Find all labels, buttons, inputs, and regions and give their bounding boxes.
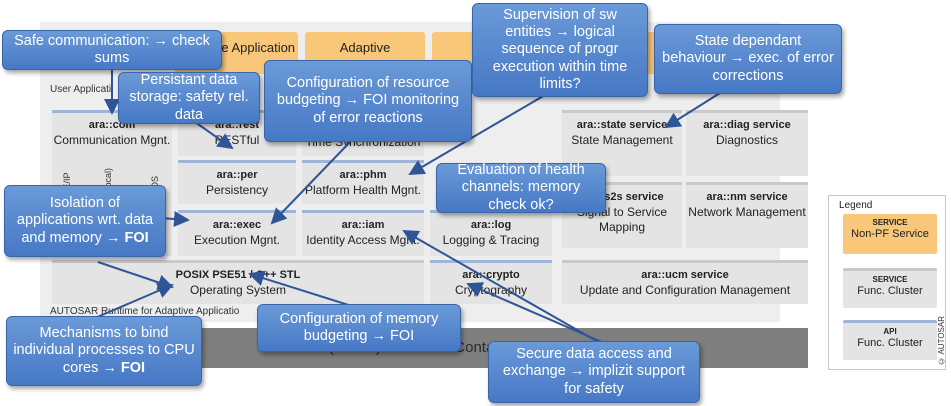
arrow-resource [270,141,351,225]
cluster-ucm: ara::ucm service Update and Configuratio… [562,260,808,304]
callout-supervision-text: Supervision of sw entities → logical seq… [492,7,628,92]
cluster-os-name: Operating System [189,282,287,297]
arrow-supervision [408,94,546,176]
cluster-ucm-api: ara::ucm service [641,269,729,281]
arrow-memory [248,270,359,309]
callout-state-dependant-text: State dependant behaviour → exec. of err… [662,33,834,84]
callout-health-evaluation-text: Evaluation of health channels: memory ch… [457,162,585,213]
cluster-iam-api: ara::iam [341,219,385,231]
callout-supervision: Supervision of sw entities → logical seq… [472,3,648,97]
arrow-secure-2 [466,282,605,344]
cluster-per-api: ara::per [216,169,258,181]
callout-health-evaluation: Evaluation of health channels: memory ch… [436,162,606,213]
callout-safe-communication-text: Safe communication: → check sums [14,32,210,66]
callout-memory-budgeting-text: Configuration of memory budgeting → FOI [279,310,439,344]
cluster-exec-name: Execution Mgnt. [193,232,281,247]
callout-resource-budgeting-text: Configuration of resource budgeting → FO… [276,75,460,126]
callout-isolation-foi: FOI [124,229,149,246]
arrow-persistent [194,121,234,150]
cluster-nm-name: Network Management [688,204,806,219]
cluster-log-api: ara::log [470,219,512,231]
cluster-exec: ara::exec Execution Mgnt. [178,210,296,256]
cluster-diag: ara::diag service Diagnostics [686,110,808,176]
arrow-mechanisms [94,283,174,319]
callout-persistent-storage-text: Persistant data storage: safety rel. dat… [129,72,249,123]
callout-secure-access: Secure data access and exchange → impliz… [488,341,700,403]
legend-service-tag-2: SERVICE [872,275,908,284]
callout-mechanisms-main: Mechanisms to bind individual processes … [13,325,195,376]
cluster-diag-api: ara::diag service [703,119,791,131]
arrow-mech-2 [97,261,174,291]
user-applications-label: User Applicati [50,84,112,95]
cluster-nm: ara::nm service Network Management [686,182,808,248]
callout-secure-access-text: Secure data access and exchange → impliz… [502,346,686,397]
cluster-per-name: Persistency [205,182,269,197]
cluster-phm-name: Platform Health Mgnt. [304,182,422,197]
cluster-state: ara::state service State Management [562,110,682,176]
legend-func2-label: Func. Cluster [857,336,923,349]
legend-api-tag: API [883,327,897,336]
arrow-secure-1 [402,230,601,344]
legend-service-tag: SERVICE [872,218,908,227]
cluster-nm-api: ara::nm service [706,191,788,203]
legend-service: SERVICE Func. Cluster [843,268,937,308]
cluster-state-name: State Management [571,132,673,147]
cluster-phm-api: ara::phm [339,169,387,181]
legend-nonpf-label: Non-PF Service [851,227,929,240]
cluster-diag-name: Diagnostics [715,132,779,147]
cluster-log: ara::log Logging & Tracing [430,210,552,256]
cluster-os-api: POSIX PSE51 / C++ STL [175,269,301,281]
callout-state-dependant: State dependant behaviour → exec. of err… [654,24,842,94]
legend-title: Legend [839,200,873,211]
callout-resource-budgeting: Configuration of resource budgeting → FO… [264,60,472,142]
runtime-label: AUTOSAR Runtime for Adaptive Applicatio [50,306,240,317]
callout-isolation: Isolation of applications wrt. data and … [4,185,166,257]
legend: Legend SERVICE Non-PF Service SERVICE Fu… [828,195,946,370]
callout-isolation-main: Isolation of applications wrt. data and … [16,195,154,246]
cluster-state-api: ara::state service [576,119,668,131]
arrow-state-dep [664,92,721,129]
legend-nonpf: SERVICE Non-PF Service [843,214,937,254]
legend-api: API Func. Cluster [843,320,937,360]
callout-safe-communication: Safe communication: → check sums [2,30,222,70]
cluster-iam-name: Identity Access Mgnt. [306,232,420,247]
cluster-phm: ara::phm Platform Health Mgnt. [302,160,424,204]
cluster-exec-api: ara::exec [212,219,262,231]
cluster-ucm-name: Update and Configuration Management [579,282,791,297]
callout-mechanisms: Mechanisms to bind individual processes … [6,316,202,386]
callout-memory-budgeting: Configuration of memory budgeting → FOI [257,304,461,352]
legend-func1-label: Func. Cluster [857,284,923,297]
cluster-com-name: Communication Mgnt. [53,132,171,147]
callout-isolation-text: Isolation of applications wrt. data and … [11,195,159,246]
app-label-2: Adaptive [339,40,391,55]
cluster-log-name: Logging & Tracing [442,232,540,247]
callout-mechanisms-text: Mechanisms to bind individual processes … [13,325,195,376]
cluster-per: ara::per Persistency [178,160,296,204]
callout-persistent-storage: Persistant data storage: safety rel. dat… [118,72,260,124]
callout-mechanisms-foi: FOI [120,359,146,376]
